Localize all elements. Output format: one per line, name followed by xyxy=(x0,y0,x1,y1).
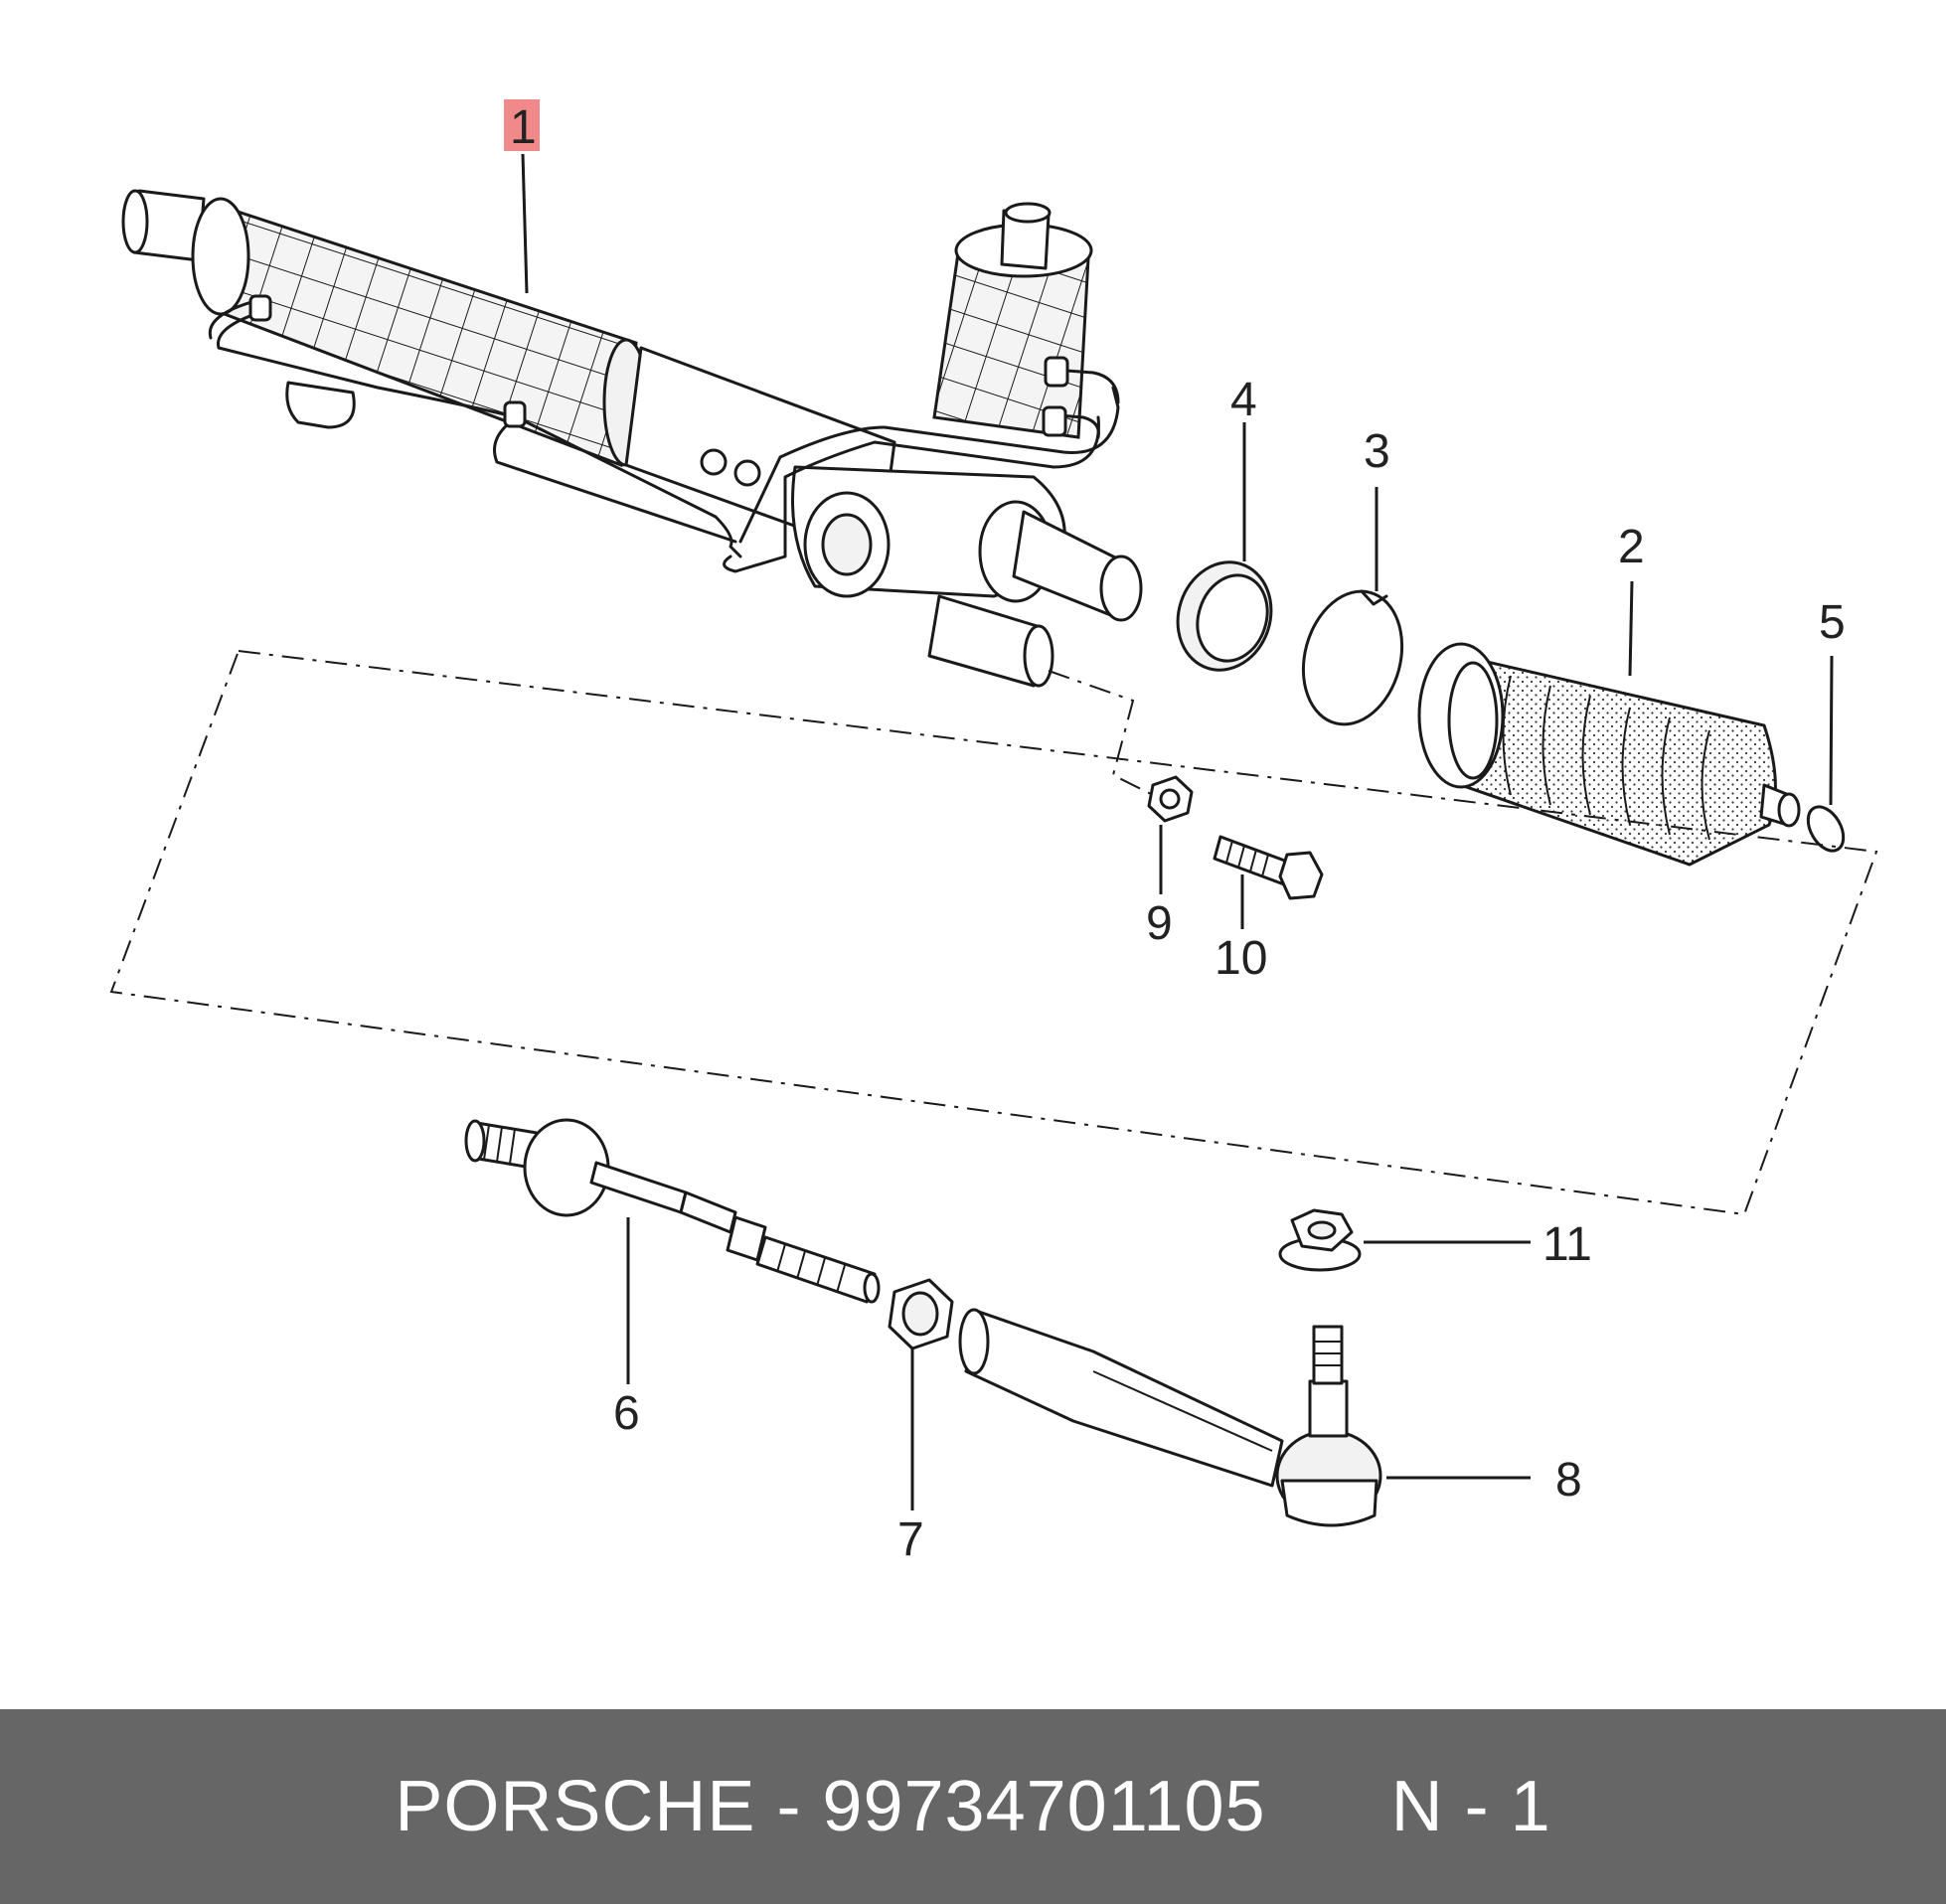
callout-6[interactable]: 6 xyxy=(613,1387,640,1440)
flange-nut-11 xyxy=(1278,1208,1362,1272)
clamp-ring xyxy=(1301,589,1404,726)
small-clamp xyxy=(1806,805,1846,853)
callout-9[interactable]: 9 xyxy=(1146,897,1173,950)
brand-name: PORSCHE xyxy=(395,1767,756,1846)
inner-tie-rod xyxy=(464,1118,881,1304)
tie-rod-end xyxy=(958,1308,1382,1527)
callout-8[interactable]: 8 xyxy=(1555,1454,1582,1507)
footer-caption: PORSCHE - 99734701105 N - 1 xyxy=(395,1766,1550,1847)
position-code: N - 1 xyxy=(1390,1767,1551,1846)
callout-2[interactable]: 2 xyxy=(1618,521,1645,573)
footer-bar: PORSCHE - 99734701105 N - 1 xyxy=(0,1709,1946,1904)
callout-10[interactable]: 10 xyxy=(1215,932,1267,985)
leader-lines xyxy=(521,153,1834,1510)
footer-gap xyxy=(1266,1767,1391,1846)
callout-3[interactable]: 3 xyxy=(1364,425,1390,478)
callout-7[interactable]: 7 xyxy=(897,1513,924,1566)
exploded-parts-diagram: 1 2 3 4 5 6 7 8 9 10 11 xyxy=(109,99,1878,1566)
callout-1[interactable]: 1 xyxy=(510,101,537,154)
part-number: 99734701105 xyxy=(822,1767,1266,1846)
brand-separator: - xyxy=(755,1767,823,1846)
dashed-group-outline xyxy=(109,649,1878,1216)
lock-nut-7 xyxy=(888,1278,954,1350)
steering-rack-assembly xyxy=(121,189,1143,688)
sleeve-ring xyxy=(1176,560,1273,672)
callout-11[interactable]: 11 xyxy=(1542,1218,1592,1271)
callout-4[interactable]: 4 xyxy=(1230,374,1257,426)
bolt-10 xyxy=(1213,835,1324,900)
bellows-boot xyxy=(1417,642,1801,867)
callout-1-highlight xyxy=(504,99,540,151)
callout-5[interactable]: 5 xyxy=(1819,596,1846,649)
hex-nut-9 xyxy=(1147,775,1194,823)
